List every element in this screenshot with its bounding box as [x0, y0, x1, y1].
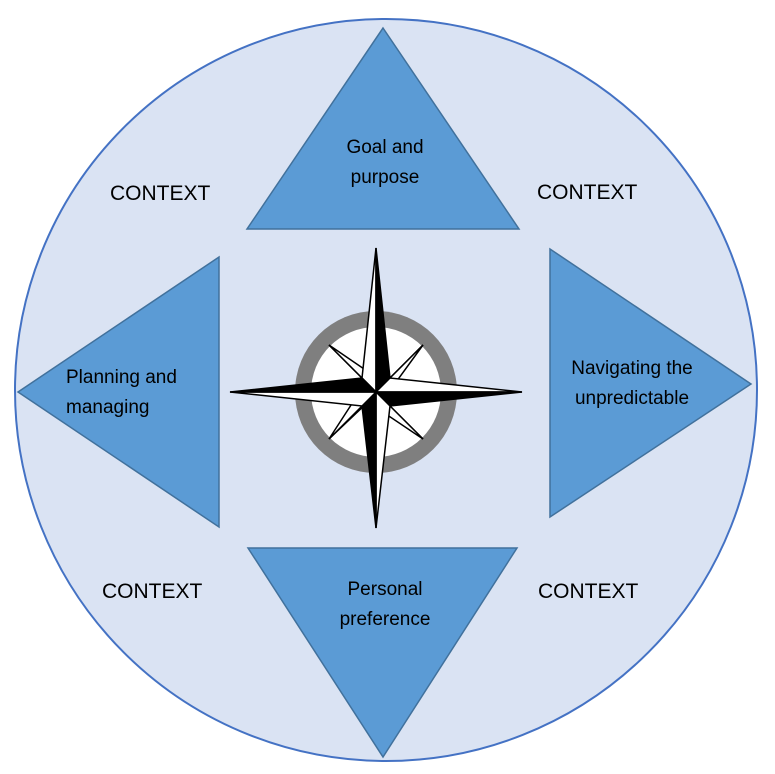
context-label-top-right: CONTEXT — [537, 181, 638, 204]
triangle-bottom-label: Personal preference — [320, 575, 450, 635]
triangle-right-label: Navigating the unpredictable — [557, 354, 707, 414]
triangle-top-label: Goal and purpose — [320, 133, 450, 193]
triangle-right — [549, 247, 753, 519]
triangle-right-label-line2: unpredictable — [574, 388, 690, 409]
triangle-bottom-label-line1: Personal — [347, 579, 423, 600]
triangle-bottom-label-line2: preference — [339, 609, 431, 630]
context-label-bottom-left: CONTEXT — [102, 580, 203, 603]
context-label-bottom-right: CONTEXT — [538, 580, 639, 603]
triangle-left-label-line1: Planning and — [66, 367, 177, 388]
triangle-top — [245, 26, 521, 230]
triangle-right-label-line1: Navigating the — [571, 358, 693, 379]
triangle-left-label: Planning and managing — [66, 363, 177, 423]
compass-rose-icon — [229, 247, 523, 529]
context-label-top-left: CONTEXT — [110, 182, 211, 205]
compass-cardinal-points — [229, 247, 523, 529]
triangle-top-label-line1: Goal and — [346, 137, 424, 158]
triangle-bottom — [246, 547, 519, 759]
triangle-left-label-line2: managing — [66, 397, 150, 418]
triangle-left — [16, 255, 220, 529]
triangle-top-label-line2: purpose — [350, 167, 420, 188]
